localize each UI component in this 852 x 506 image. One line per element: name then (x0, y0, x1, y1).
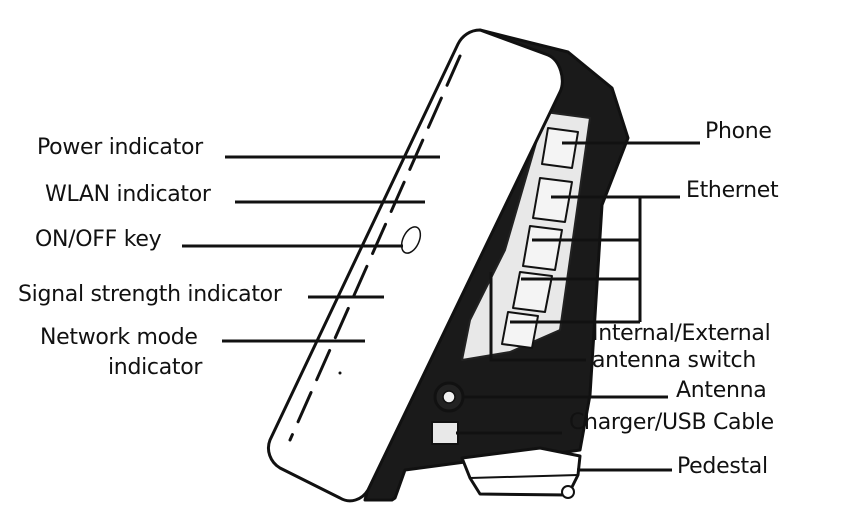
leader-lines (182, 141, 700, 472)
label-charger-usb-cable: Charger/USB Cable (569, 410, 774, 435)
label-network-mode-line1: Network mode (40, 325, 198, 350)
port-panel (461, 111, 591, 361)
leader-antenna-switch (489, 272, 586, 362)
label-on-off-key: ON/OFF key (35, 227, 162, 252)
label-ethernet: Ethernet (686, 178, 779, 203)
leader-ethernet (510, 195, 680, 324)
pedestal-shape (460, 446, 582, 497)
ethernet-port-3 (512, 271, 553, 313)
label-pedestal: Pedestal (677, 454, 768, 479)
label-wlan-indicator: WLAN indicator (45, 182, 211, 207)
label-antenna-switch-line2: antenna switch (592, 348, 756, 373)
ethernet-port-4 (501, 311, 539, 349)
label-network-mode-line2: indicator (108, 355, 203, 380)
label-power-indicator: Power indicator (37, 135, 203, 160)
front-face-dashed-edge (288, 54, 462, 442)
ethernet-port-2 (522, 225, 563, 271)
label-antenna: Antenna (676, 378, 767, 403)
usb-port (431, 421, 459, 445)
router-device (266, 28, 630, 503)
ethernet-port-1 (532, 177, 573, 223)
label-signal-strength-indicator: Signal strength indicator (18, 282, 282, 307)
router-front-face (266, 28, 564, 503)
on-off-key-shape (400, 226, 422, 254)
phone-port (541, 127, 579, 169)
label-antenna-switch-line1: Internal/External (592, 321, 771, 346)
label-phone: Phone (705, 119, 772, 144)
ports (501, 127, 579, 349)
